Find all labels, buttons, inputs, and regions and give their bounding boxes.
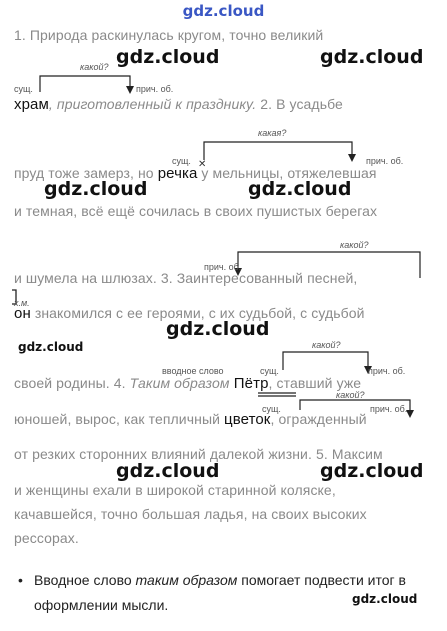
bullet-text-after: помогает подвести итог в оформлении мысл…	[34, 572, 406, 613]
page-header: gdz.cloud	[182, 2, 265, 20]
text-line-3-b: у мельницы, отяжелевшая	[197, 165, 377, 181]
text-line-8: юношей, вырос, как тепличный цветок, огр…	[14, 411, 367, 428]
watermark: gdz.cloud	[18, 340, 84, 354]
watermark: gdz.cloud	[248, 178, 352, 200]
text-line-3: пруд тоже замерз, но речка у мельницы, о…	[14, 165, 377, 182]
x-mark-rechka: ✕	[198, 159, 206, 170]
label-prich-3: прич. об.	[204, 262, 242, 272]
bullet-text-italic: таким образом	[135, 572, 238, 588]
arrowhead-rechka	[348, 154, 356, 162]
bracket-on	[12, 289, 17, 305]
noun-rechka: речка	[157, 165, 198, 182]
watermark: gdz.cloud	[352, 592, 418, 606]
bullet-text-before: Вводное слово	[34, 572, 136, 588]
text-line-12: рессорах.	[14, 530, 79, 546]
arrow-rechka	[203, 141, 353, 160]
participle-phrase-1: , приготовленный к празднику.	[48, 96, 257, 112]
label-sush-1: сущ.	[14, 84, 33, 94]
text-line-7: своей родины. 4. Таким образом Пётр, ста…	[14, 375, 361, 392]
text-line-6: он знакомился с ее героями, с их судьбой…	[14, 305, 365, 322]
arrowhead-petr	[364, 366, 372, 374]
text-line-9: от резких сторонних влияний далекой жизн…	[14, 446, 383, 462]
label-vvodnoe: вводное слово	[162, 366, 224, 376]
label-prich-1: прич. об.	[136, 84, 174, 94]
watermark: gdz.cloud	[166, 318, 270, 340]
watermark: gdz.cloud	[44, 178, 148, 200]
label-prich-5: прич. об.	[370, 404, 408, 414]
label-prich-4: прич. об.	[368, 366, 406, 376]
arrowhead-on	[234, 268, 242, 276]
arrow-khram	[39, 75, 131, 92]
pronoun-on: он	[14, 305, 31, 322]
text-line-8-a: юношей, вырос, как тепличный	[14, 411, 225, 427]
text-line-3-a: пруд тоже замерз, но	[14, 165, 158, 181]
arrowhead-tsvetok	[406, 410, 414, 418]
watermark: gdz.cloud	[320, 460, 424, 482]
watermark: gdz.cloud	[116, 460, 220, 482]
text-line-7-b: , ставший уже	[268, 375, 362, 391]
intro-phrase: Таким образом	[129, 375, 230, 391]
text-line-2: храм, приготовленный к празднику. 2. В у…	[14, 96, 343, 113]
noun-petr: Пётр	[229, 375, 269, 392]
watermark: gdz.cloud	[116, 46, 220, 68]
label-kakoy-3: какой?	[340, 240, 369, 250]
text-line-6-rest: знакомился с ее героями, с их судьбой, с…	[30, 305, 365, 321]
text-line-5: и шумела на шлюзах. 3. Заинтересованный …	[14, 270, 358, 286]
label-sush-4: сущ.	[260, 366, 279, 376]
label-kakoy-5: какой?	[336, 390, 365, 400]
text-line-1: 1. Природа раскинулась кругом, точно вел…	[14, 27, 324, 43]
bullet-note: • Вводное слово таким образом помогает п…	[18, 568, 434, 618]
arrow-petr	[282, 351, 369, 370]
text-line-2-tail: 2. В усадьбе	[256, 96, 343, 112]
label-kakaya: какая?	[258, 128, 287, 138]
arrow-tsvetok	[299, 399, 411, 412]
text-line-11: качавшейся, точно большая ладья, на свои…	[14, 506, 367, 522]
text-line-7-a: своей родины. 4.	[14, 375, 130, 391]
watermark: gdz.cloud	[320, 46, 424, 68]
text-line-8-b: , огражденный	[270, 411, 367, 427]
label-prich-2: прич. об.	[366, 156, 404, 166]
text-line-10: и женщины ехали в широкой старинной коля…	[14, 482, 336, 498]
label-sush-5: сущ.	[262, 404, 281, 414]
text-line-4: и темная, всё ещё сочилась в своих пушис…	[14, 203, 378, 219]
noun-tsvetok: цветок	[224, 411, 271, 428]
arrow-on	[237, 251, 421, 278]
label-kakoy-4: какой?	[312, 340, 341, 350]
label-sush-2: сущ.	[172, 156, 191, 166]
bullet-dot-icon: •	[18, 572, 23, 588]
label-xm: х.м.	[14, 298, 30, 308]
label-kakoy-1: какой?	[80, 62, 109, 72]
noun-khram: храм	[14, 96, 49, 113]
arrowhead-khram	[126, 86, 134, 94]
